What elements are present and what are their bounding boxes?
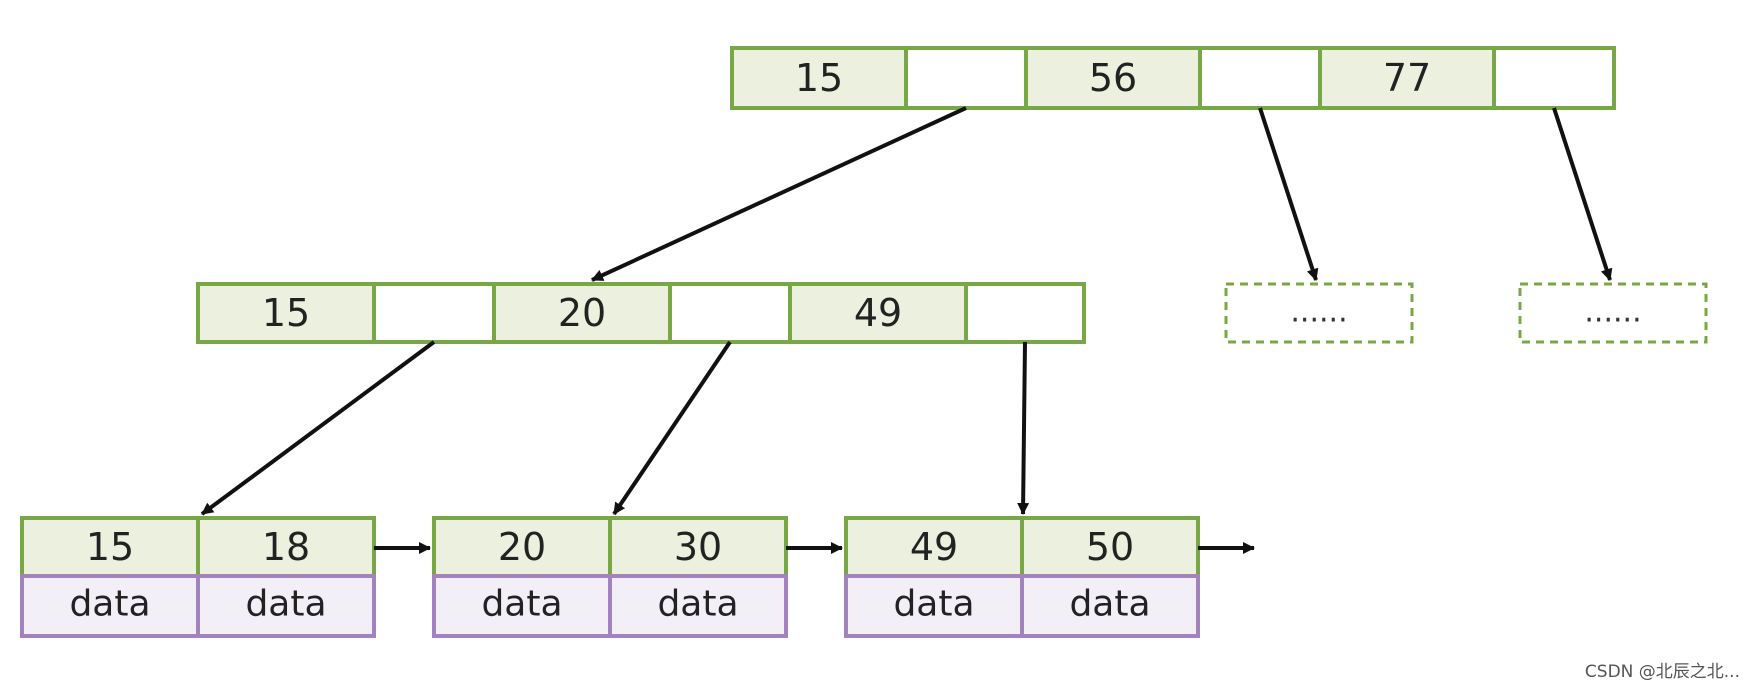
leaf-key-cell <box>844 516 1024 578</box>
placeholder-label: ...... <box>1584 295 1641 330</box>
placeholder-node: ...... <box>1224 282 1414 344</box>
arrow-inner-to-leaf <box>200 340 436 516</box>
arrow-root-to-inner <box>591 106 967 282</box>
inner-node: 15 20 49 <box>196 282 1086 344</box>
leaf-node: 49 50 data data <box>844 516 1200 638</box>
inner-key-label: 20 <box>558 291 606 335</box>
inner-key-cell <box>492 282 672 344</box>
root-key-cell <box>1318 46 1496 110</box>
placeholder-node: ...... <box>1518 282 1708 344</box>
arrow-inner-to-leaf <box>1017 341 1030 515</box>
leaf-data-cell <box>432 574 612 638</box>
leaf-data-label: data <box>481 584 562 625</box>
root-node: 15 56 77 <box>730 46 1616 110</box>
leaf-data-cell <box>844 574 1024 638</box>
leaf-node: 20 30 data data <box>432 516 788 638</box>
leaf-node: 15 18 data data <box>20 516 376 638</box>
leaf-key-label: 30 <box>674 525 722 569</box>
leaf-data-cell <box>1020 574 1200 638</box>
arrow-inner-to-leaf <box>612 340 732 516</box>
inner-pointer-cell <box>372 282 496 344</box>
placeholder-label: ...... <box>1290 295 1347 330</box>
leaf-data-label: data <box>245 584 326 625</box>
root-pointer-cell <box>1492 46 1616 110</box>
leaf-data-cell <box>20 574 200 638</box>
inner-key-label: 15 <box>262 291 310 335</box>
root-key-label: 56 <box>1089 56 1137 100</box>
leaf-key-label: 20 <box>498 525 546 569</box>
arrow-root-to-placeholder <box>1552 107 1613 281</box>
leaf-key-label: 49 <box>910 525 958 569</box>
leaf-key-label: 50 <box>1086 525 1134 569</box>
leaf-data-label: data <box>657 584 738 625</box>
inner-key-label: 49 <box>854 291 902 335</box>
leaf-key-label: 18 <box>262 525 310 569</box>
leaf-key-label: 15 <box>86 525 134 569</box>
arrow-root-to-placeholder <box>1258 107 1319 281</box>
placeholder-box <box>1224 282 1414 344</box>
leaf-key-cell <box>20 516 200 578</box>
root-pointer-cell <box>1198 46 1322 110</box>
leaf-data-label: data <box>69 584 150 625</box>
root-key-label: 77 <box>1383 56 1431 100</box>
root-pointer-cell <box>904 46 1028 110</box>
leaf-data-cell <box>196 574 376 638</box>
inner-pointer-cell <box>668 282 792 344</box>
root-key-label: 15 <box>795 56 843 100</box>
watermark: CSDN @北辰之北... <box>1584 662 1740 682</box>
leaf-key-cell <box>1020 516 1200 578</box>
inner-pointer-cell <box>964 282 1086 344</box>
pointer-arrows <box>200 106 1613 516</box>
leaf-key-cell <box>432 516 612 578</box>
leaf-data-label: data <box>893 584 974 625</box>
root-key-cell <box>730 46 908 110</box>
placeholder-box <box>1518 282 1708 344</box>
leaf-data-cell <box>608 574 788 638</box>
root-key-cell <box>1024 46 1202 110</box>
leaf-data-label: data <box>1069 584 1150 625</box>
